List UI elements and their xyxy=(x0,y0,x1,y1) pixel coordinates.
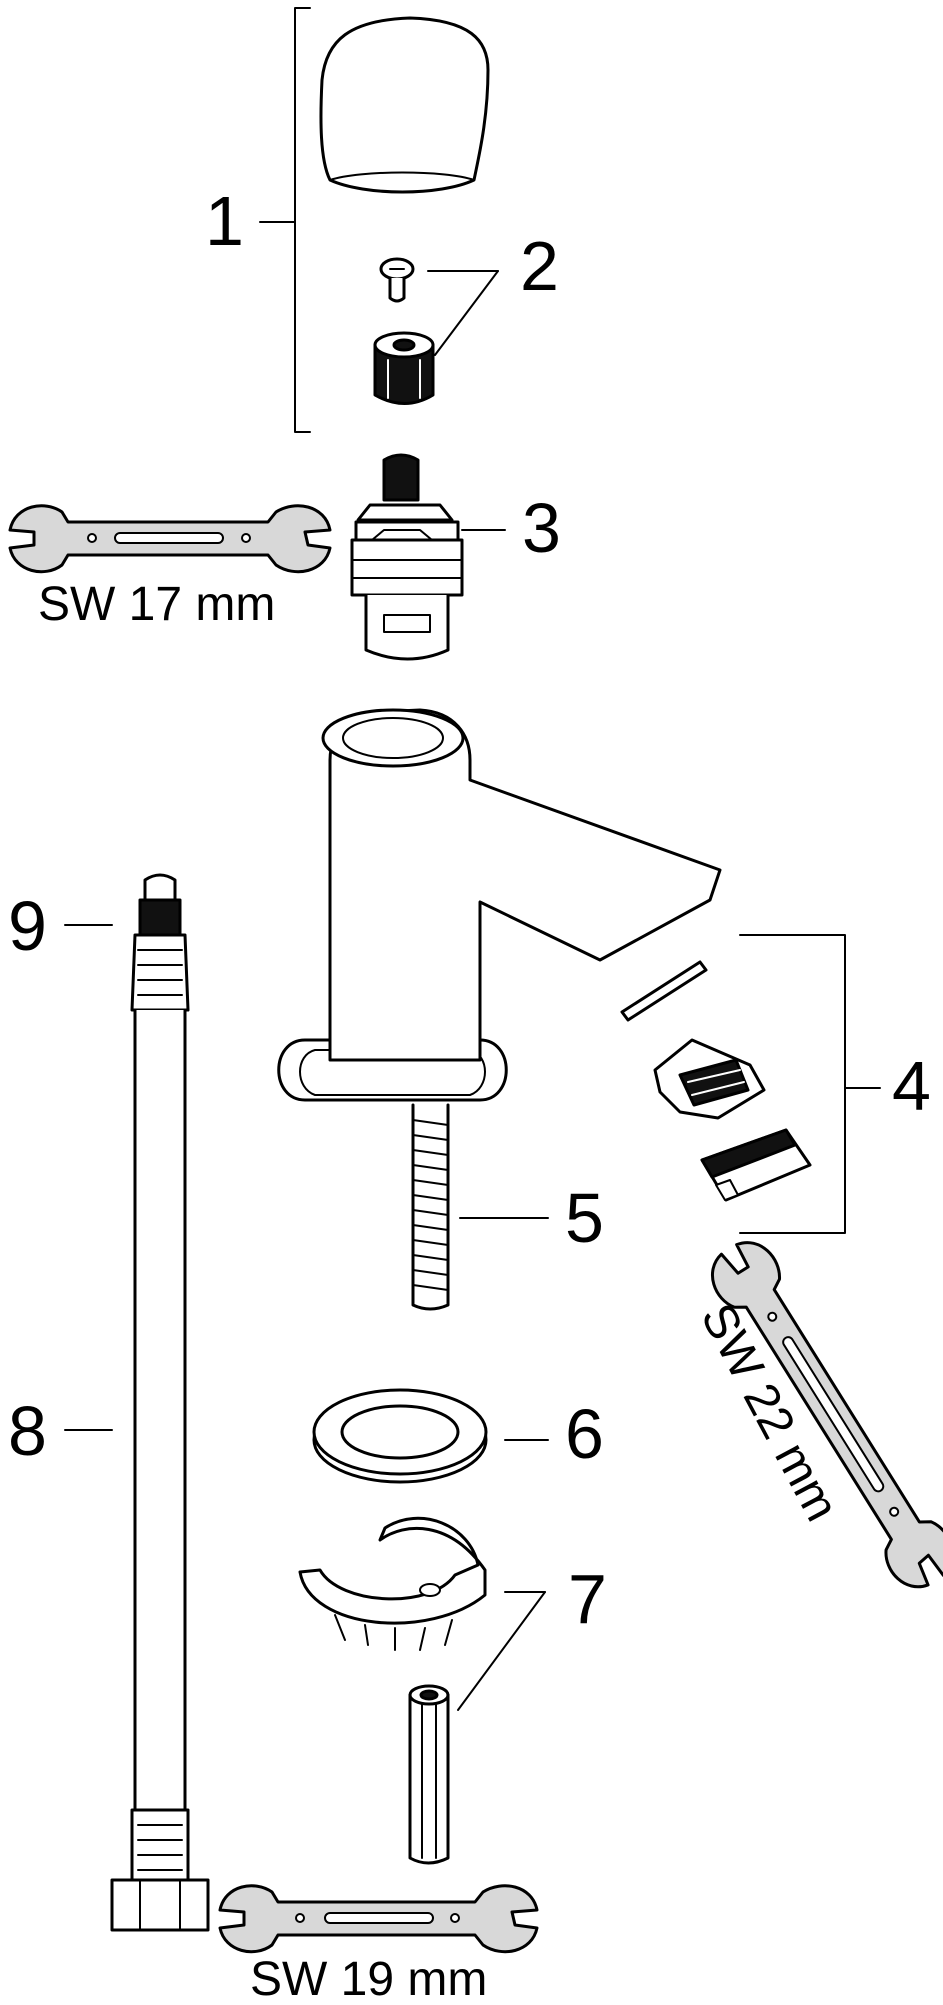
part-number-6: 6 xyxy=(565,1395,604,1473)
handle-cap xyxy=(319,16,490,194)
part-number-2: 2 xyxy=(520,227,559,305)
valve-cartridge xyxy=(350,453,464,661)
part-number-5: 5 xyxy=(565,1179,604,1257)
aerator-insert xyxy=(653,1038,766,1120)
part-number-4: 4 xyxy=(892,1047,931,1125)
small-screw xyxy=(379,257,415,303)
wrench-sw19 xyxy=(218,1884,539,1954)
leader-7 xyxy=(457,1591,546,1711)
mounting-clamp xyxy=(298,1516,487,1651)
aerator-gasket xyxy=(620,960,708,1022)
part-number-3: 3 xyxy=(522,489,561,567)
mounting-stud xyxy=(411,1103,450,1311)
part-number-1: 1 xyxy=(205,182,244,260)
part-number-7: 7 xyxy=(568,1560,607,1638)
wrench-label-sw19: SW 19 mm xyxy=(250,1953,487,2000)
supply-hose xyxy=(110,873,210,1932)
bracket-group-1 xyxy=(259,7,311,433)
part-number-8: 8 xyxy=(8,1392,47,1470)
aerator-housing xyxy=(700,1128,812,1202)
wrench-label-sw17: SW 17 mm xyxy=(38,578,275,631)
gasket-ring xyxy=(312,1388,488,1484)
wrench-sw22 xyxy=(710,1241,943,1589)
spout-body xyxy=(277,708,722,1102)
wrench-sw17 xyxy=(8,504,332,574)
adapter-sleeve xyxy=(373,331,435,405)
part-number-9: 9 xyxy=(8,887,47,965)
threaded-sleeve xyxy=(408,1684,450,1865)
leader-2 xyxy=(427,270,499,356)
bracket-group-4 xyxy=(739,934,881,1234)
